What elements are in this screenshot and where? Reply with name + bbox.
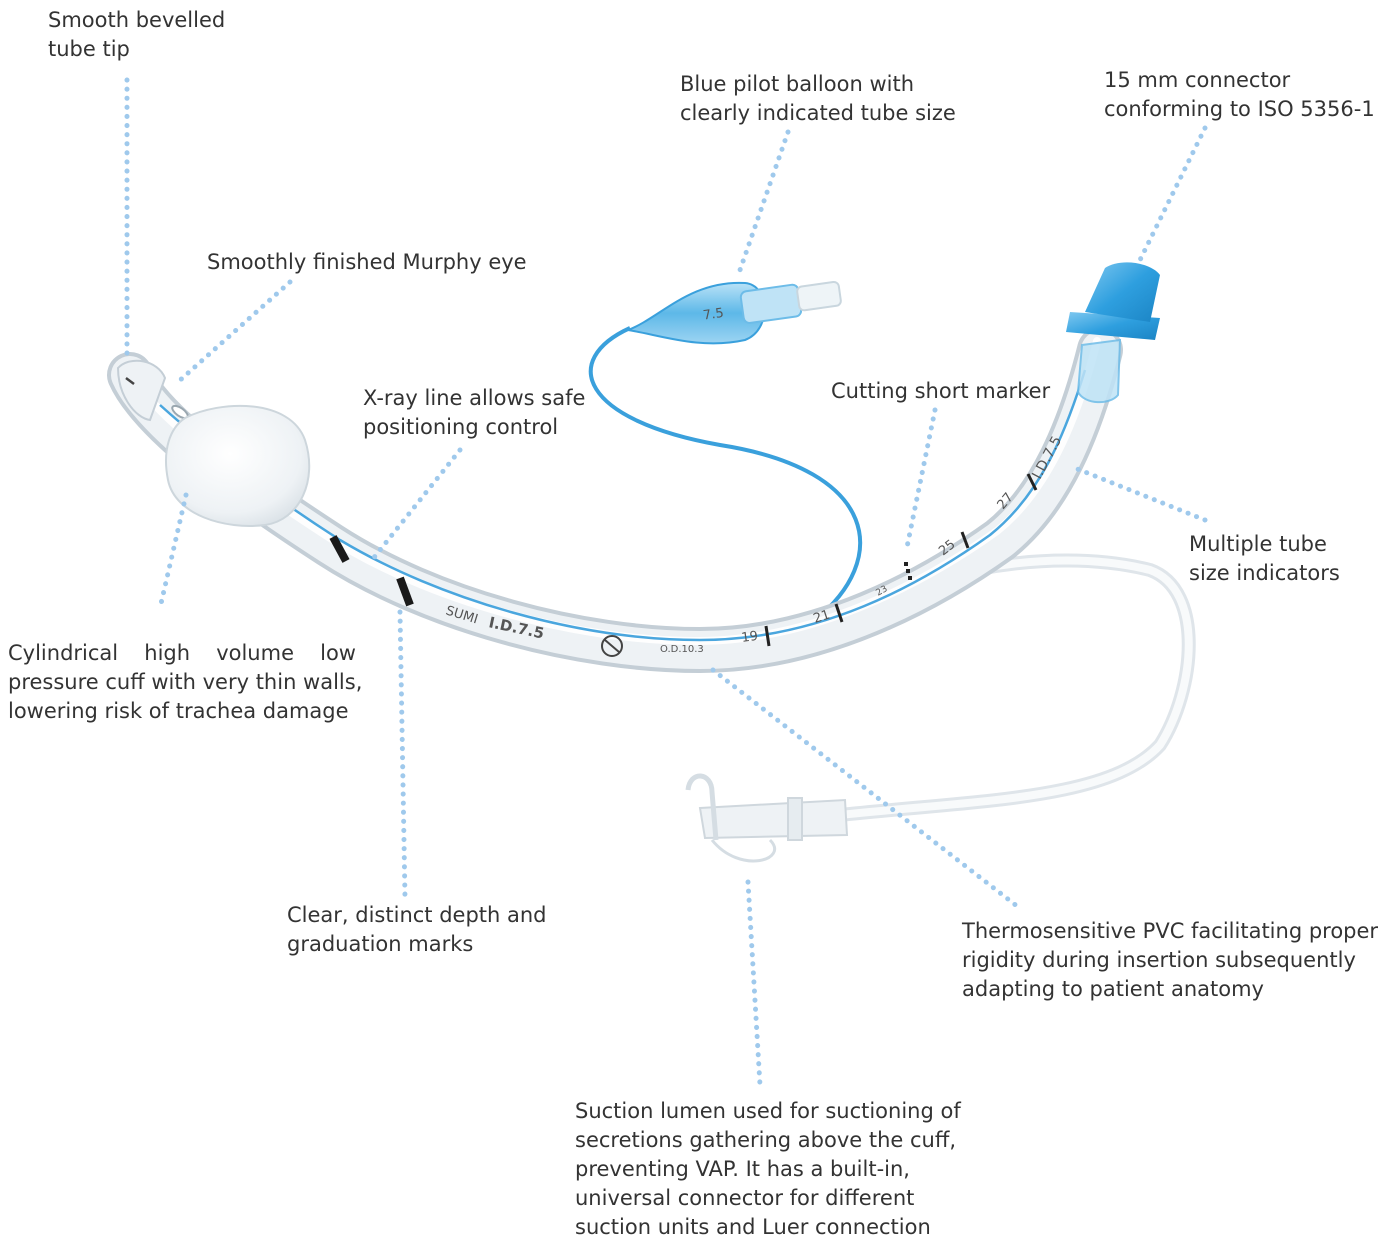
leader-suction-lumen — [745, 879, 763, 1088]
leader-cuff — [157, 492, 189, 611]
label-xray-line: X-ray line allows safe positioning contr… — [363, 386, 586, 439]
graduation-marks — [764, 473, 1038, 647]
leader-depth-marks — [397, 609, 408, 901]
depth-bands — [329, 535, 414, 607]
label-thermosensitive: Thermosensitive PVC facilitating proper … — [962, 919, 1379, 1001]
suction-connector — [685, 773, 849, 863]
pilot-size-text: 7.5 — [702, 306, 725, 324]
depth-21-text: 21 — [812, 607, 832, 626]
leader-connector — [1137, 125, 1208, 263]
cutting-short-marker — [904, 562, 912, 580]
label-murphy-eye: Smoothly finished Murphy eye — [207, 250, 527, 274]
leader-murphy-eye — [175, 279, 293, 385]
label-cutting-marker: Cutting short marker — [831, 379, 1051, 403]
manufacturer-symbol — [601, 635, 623, 657]
depth-19-text: 19 — [740, 629, 758, 646]
leader-pilot-balloon — [737, 129, 791, 273]
label-bevelled-tip: Smooth bevelled tube tip — [48, 8, 226, 61]
leader-size-indicators — [1067, 463, 1208, 523]
leader-thermosensitive — [710, 667, 1025, 913]
label-depth-marks: Clear, distinct depth and graduation mar… — [287, 903, 547, 956]
pilot-balloon: 7.5 — [624, 280, 842, 345]
label-cuff: Cylindrical high volume low pressure cuf… — [8, 641, 363, 723]
label-connector: 15 mm connector conforming to ISO 5356-1 — [1104, 68, 1375, 121]
cuff — [164, 404, 311, 527]
leader-cutting-marker — [903, 407, 938, 555]
label-suction-lumen: Suction lumen used for suctioning of sec… — [575, 1099, 961, 1239]
label-size-indicators: Multiple tube size indicators — [1189, 532, 1340, 585]
leader-lines — [124, 77, 1208, 1088]
label-pilot-balloon: Blue pilot balloon with clearly indicate… — [680, 72, 956, 125]
leader-xray-line — [369, 447, 463, 563]
pilot-line — [588, 326, 863, 622]
depth-23-text: 23 — [875, 584, 890, 598]
connector-15mm — [1066, 262, 1160, 404]
outer-diameter-text: O.D.10.3 — [660, 644, 704, 655]
bevelled-tip — [116, 359, 167, 422]
